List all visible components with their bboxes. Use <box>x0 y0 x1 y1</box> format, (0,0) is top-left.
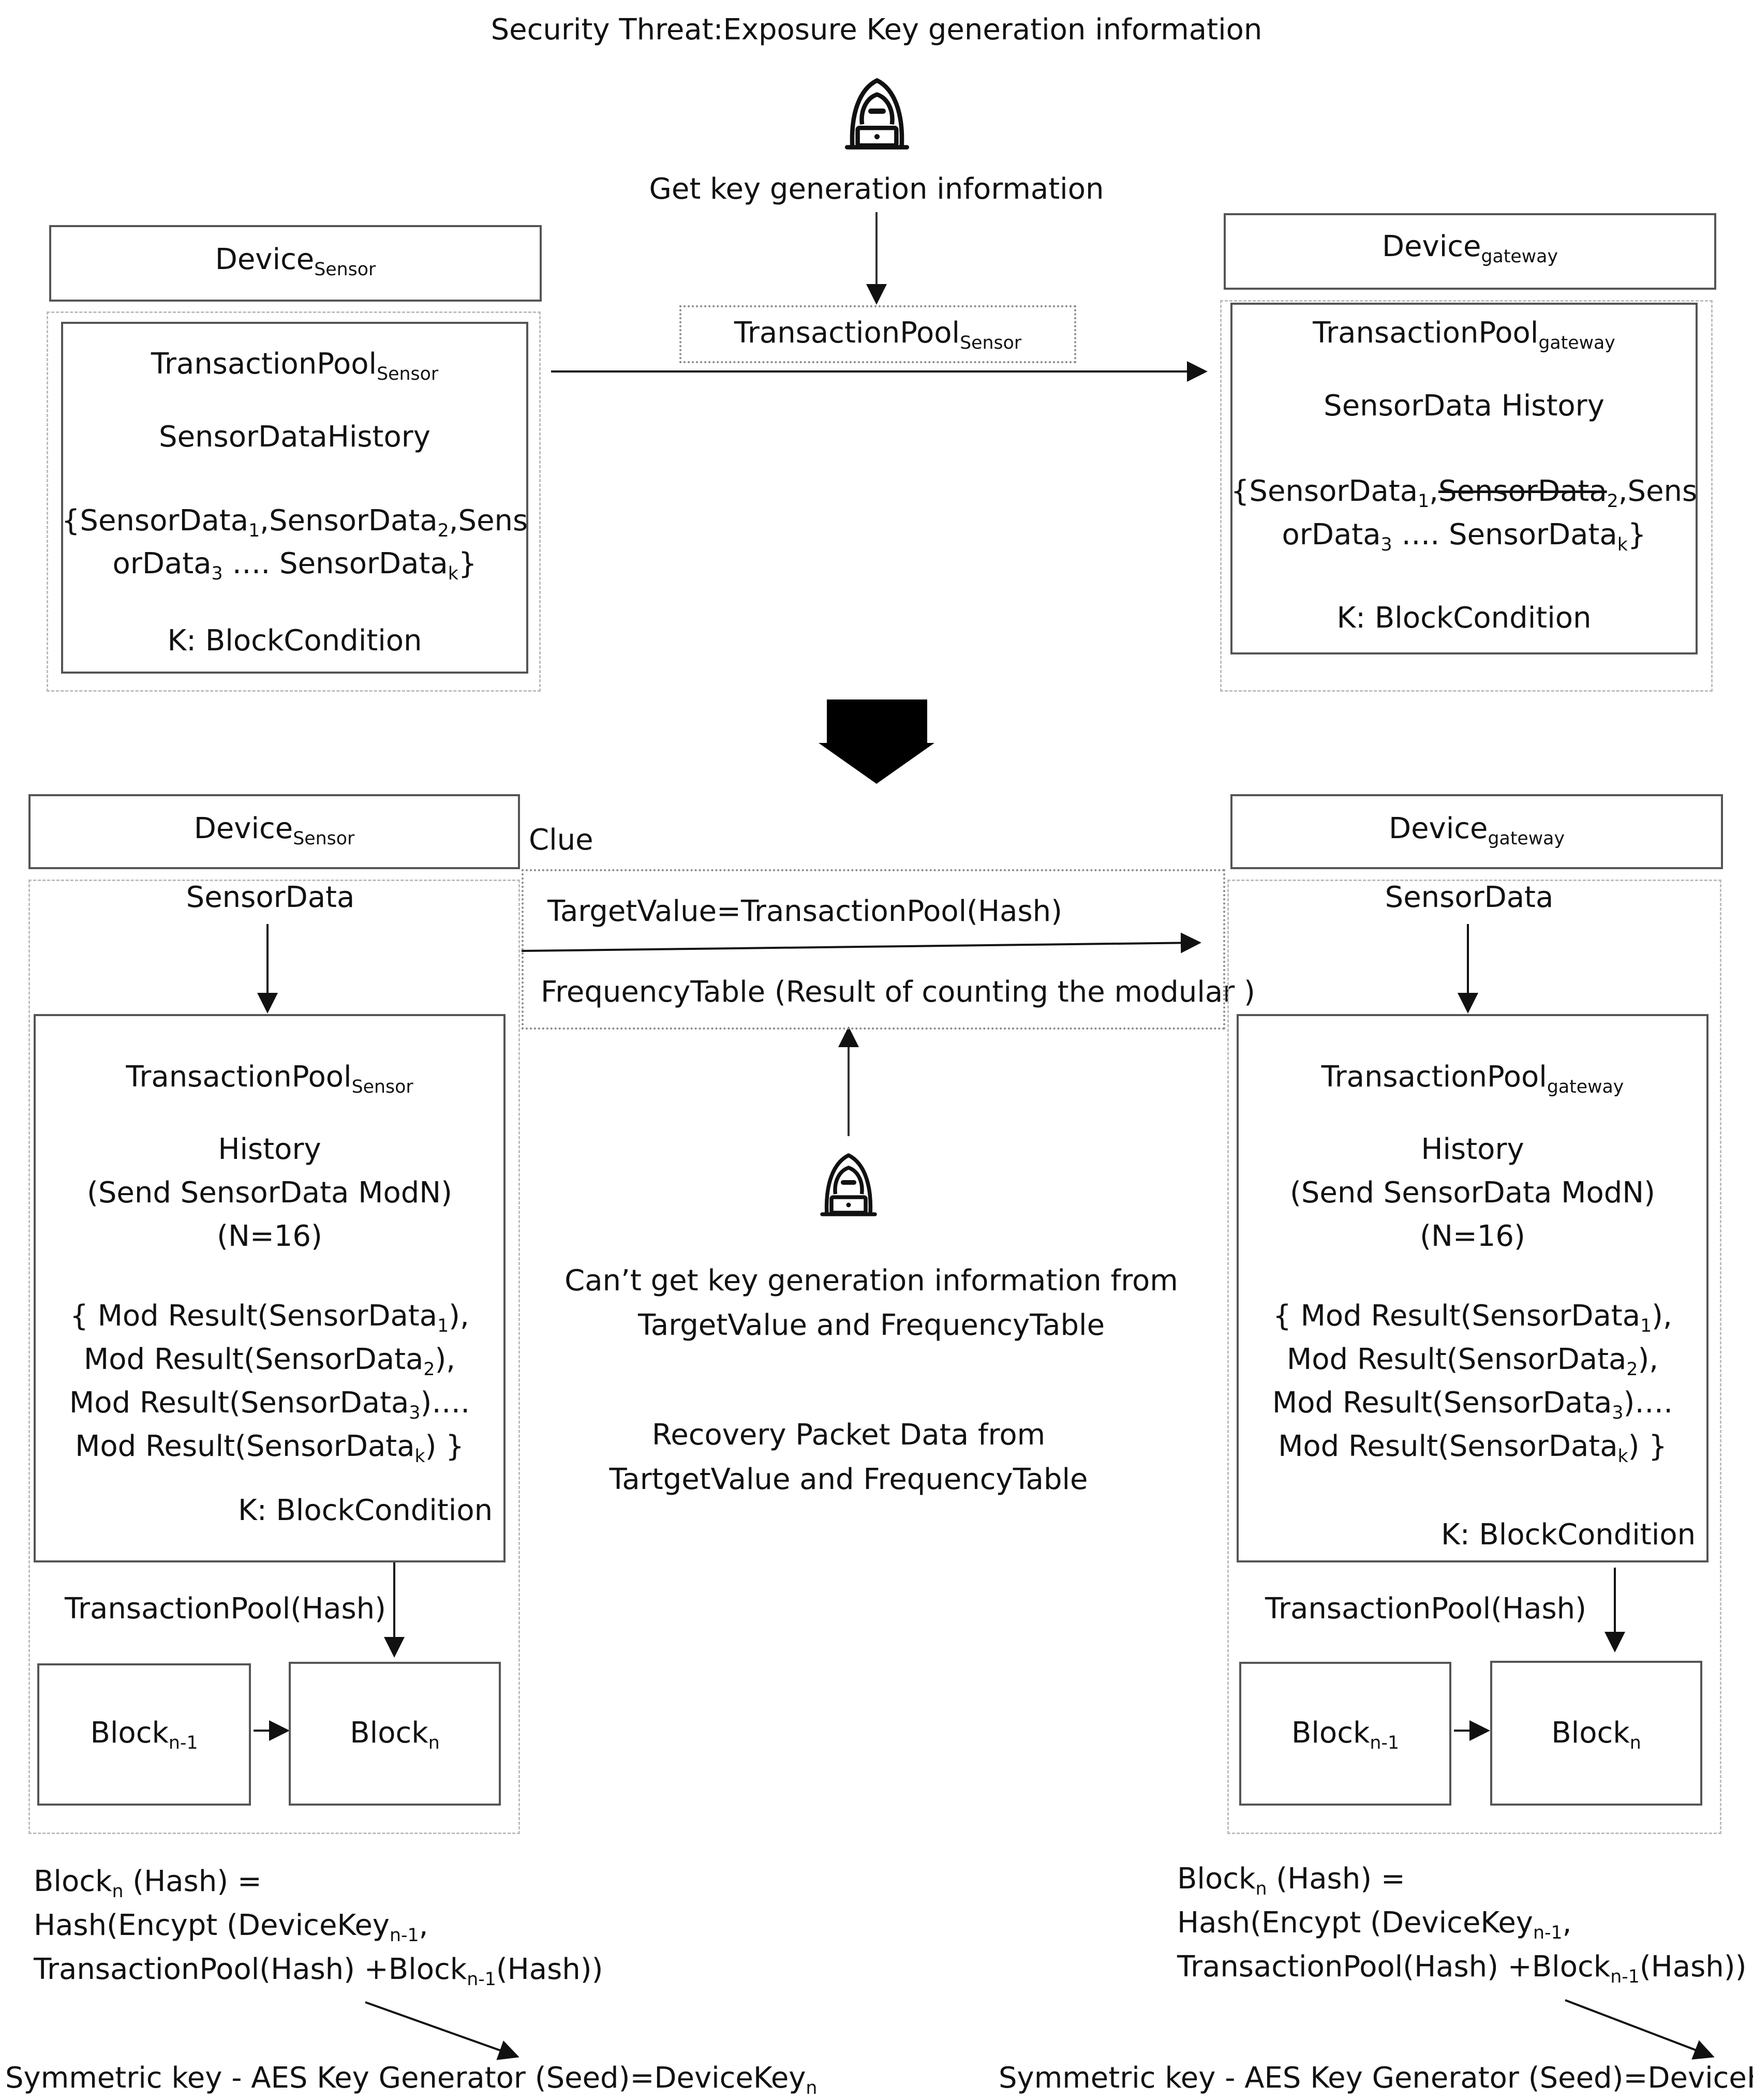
bottom-gateway-mod1: { Mod Result(SensorData1), <box>1273 1299 1672 1337</box>
bottom-sensor-mod3: Mod Result(SensorData3)…. <box>69 1386 470 1424</box>
formula-right-line2: Hash(Encypt (DeviceKeyn-1, <box>1177 1906 1572 1944</box>
hacker-icon <box>810 1146 887 1224</box>
top-sensor-pool-title: TransactionPoolSensor <box>151 347 439 385</box>
bottom-sensor-pool-box <box>34 1014 506 1562</box>
bottom-sensor-container <box>28 880 520 1834</box>
top-sensor-device-label: DeviceSensor <box>215 243 376 280</box>
bottom-sensor-mod4: Mod Result(SensorDatak) } <box>75 1429 464 1467</box>
top-sensor-set-line2: orData3 …. SensorDatak} <box>112 547 477 585</box>
bottom-gateway-mod4: Mod Result(SensorDatak) } <box>1278 1429 1667 1467</box>
bottom-gateway-send: (Send SensorData ModN) <box>1289 1176 1655 1210</box>
formula-left-line1: Blockn (Hash) = <box>34 1865 262 1902</box>
bottom-gateway-pool-box <box>1237 1014 1709 1562</box>
formula-left-line2: Hash(Encypt (DeviceKeyn-1, <box>34 1909 428 1946</box>
bottom-gateway-block-n-label: Blockn <box>1551 1716 1641 1754</box>
bottom-gateway-container <box>1227 880 1721 1834</box>
target-value-text: TargetValue=TransactionPool(Hash) <box>547 895 1062 928</box>
top-gateway-container <box>1220 300 1713 692</box>
symmetric-key-left: Symmetric key - AES Key Generator (Seed)… <box>5 2061 818 2099</box>
bottom-gateway-block-prev-label: Blockn-1 <box>1291 1716 1400 1754</box>
formula-right-line3: TransactionPool(Hash) +Blockn-1(Hash)) <box>1177 1950 1747 1988</box>
bottom-gateway-block-n <box>1490 1661 1702 1806</box>
bottom-sensor-n: (N=16) <box>217 1219 322 1253</box>
bottom-gateway-tp-hash: TransactionPool(Hash) <box>1265 1592 1587 1626</box>
bottom-sensor-block-prev-label: Blockn-1 <box>90 1716 198 1754</box>
top-gateway-pool-box <box>1230 303 1698 654</box>
bottom-gateway-block-prev <box>1239 1662 1451 1806</box>
bottom-gateway-n: (N=16) <box>1420 1219 1525 1253</box>
top-gateway-device-header <box>1224 213 1716 290</box>
bottom-gateway-device-label: Devicegateway <box>1388 812 1565 850</box>
top-sensor-device-header <box>49 225 542 302</box>
formula-right-line1: Blockn (Hash) = <box>1177 1862 1405 1900</box>
top-sensor-container <box>47 311 541 692</box>
formula-to-key-arrow-right <box>1565 1999 1715 2060</box>
top-gateway-set-line1: {SensorData1,SensorData2,Sens <box>1230 474 1698 512</box>
bottom-sensor-mod2: Mod Result(SensorData2), <box>83 1343 456 1380</box>
bottom-sensor-condition: K: BlockCondition <box>238 1494 493 1527</box>
hacker-icon <box>833 70 921 158</box>
top-sensor-history: SensorDataHistory <box>159 420 430 454</box>
formula-left-line3: TransactionPool(Hash) +Blockn-1(Hash)) <box>34 1953 603 1990</box>
recovery-line1: Recovery Packet Data from <box>651 1418 1046 1452</box>
top-gateway-history: SensorData History <box>1324 389 1605 423</box>
intercepted-pool-label: TransactionPoolSensor <box>734 316 1022 354</box>
diagram-title: Security Threat:Exposure Key generation … <box>491 13 1262 47</box>
clue-box <box>522 869 1225 1030</box>
bottom-sensor-history: History <box>218 1133 321 1166</box>
bottom-gateway-mod2: Mod Result(SensorData2), <box>1286 1343 1659 1380</box>
cant-get-line1: Can’t get key generation information fro… <box>564 1264 1178 1298</box>
bottom-sensor-pool-title: TransactionPoolSensor <box>126 1060 413 1098</box>
bottom-sensor-mod1: { Mod Result(SensorData1), <box>70 1299 469 1337</box>
top-sensor-pool-box <box>61 322 528 674</box>
bottom-gateway-pool-title: TransactionPoolgateway <box>1321 1060 1624 1098</box>
down-block-arrow <box>819 699 934 784</box>
cant-get-line2: TargetValue and FrequencyTable <box>637 1308 1105 1342</box>
bottom-sensor-device-header <box>28 794 520 869</box>
top-sensor-set-line1: {SensorData1,SensorData2,Sens <box>61 504 528 542</box>
recovery-line2: TartgetValue and FrequencyTable <box>609 1463 1088 1496</box>
bottom-gateway-mod3: Mod Result(SensorData3)…. <box>1272 1386 1673 1424</box>
clue-label: Clue <box>529 823 593 857</box>
bottom-gateway-data-label: SensorData <box>1385 881 1554 914</box>
top-gateway-set-line2: orData3 …. SensorDatak} <box>1282 518 1646 556</box>
top-gateway-pool-title: TransactionPoolgateway <box>1313 316 1615 354</box>
bottom-sensor-data-label: SensorData <box>186 881 355 914</box>
frequency-table-text: FrequencyTable (Result of counting the m… <box>541 975 1255 1009</box>
top-gateway-condition: K: BlockCondition <box>1336 601 1592 635</box>
symmetric-key-right: Symmetric key - AES Key Generator (Seed)… <box>999 2061 1753 2095</box>
bottom-sensor-device-label: DeviceSensor <box>194 812 355 850</box>
bottom-sensor-tp-hash: TransactionPool(Hash) <box>65 1592 387 1626</box>
intercepted-pool-box <box>679 305 1076 363</box>
bottom-sensor-block-prev <box>37 1663 251 1806</box>
bottom-sensor-block-n-label: Blockn <box>350 1716 440 1754</box>
bottom-gateway-device-header <box>1230 794 1723 869</box>
formula-to-key-arrow-left <box>365 2001 519 2060</box>
top-gateway-device-label: Devicegateway <box>1381 230 1558 267</box>
attacker-caption: Get key generation information <box>649 172 1104 206</box>
top-sensor-condition: K: BlockCondition <box>167 624 422 658</box>
bottom-gateway-condition: K: BlockCondition <box>1441 1518 1696 1552</box>
clue-arrow <box>521 932 1201 954</box>
bottom-gateway-history: History <box>1421 1133 1524 1166</box>
bottom-sensor-block-n <box>289 1662 501 1806</box>
bottom-sensor-send: (Send SensorData ModN) <box>86 1176 452 1210</box>
